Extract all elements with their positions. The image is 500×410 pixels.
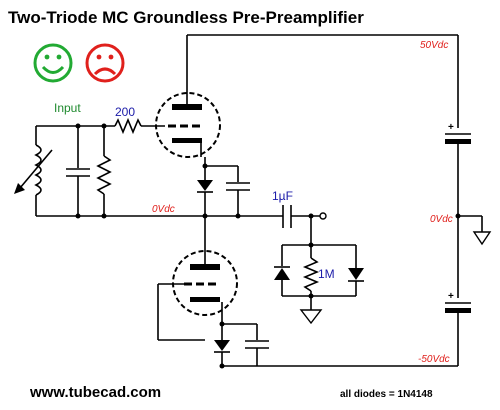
input-network: [14, 123, 205, 219]
output-coupling: [235, 205, 327, 228]
supply-rails: + +: [187, 34, 492, 367]
input-label: Input: [54, 101, 81, 115]
lower-cathode-bias: [214, 318, 269, 369]
upper-triode: [155, 92, 221, 158]
zero-volt-right-label: 0Vdc: [430, 214, 453, 225]
grid-resistor: [114, 117, 165, 135]
diode-note: all diodes = 1N4148: [340, 389, 433, 400]
svg-text:+: +: [448, 291, 454, 302]
upper-cathode-bias: [197, 157, 250, 219]
resistor-200-label: 200: [115, 105, 135, 119]
v-minus-label: -50Vdc: [418, 354, 450, 365]
site-url: www.tubecad.com: [29, 384, 161, 401]
resistor-1M-label: 1M: [318, 267, 335, 281]
sad-face-icon: [85, 43, 125, 83]
lower-triode: [172, 250, 238, 318]
lower-grid-wire: [157, 283, 205, 341]
output-network: [274, 216, 364, 325]
cap-1uF-label: 1µF: [272, 189, 293, 203]
svg-text:+: +: [448, 122, 454, 133]
zero-volt-left-label: 0Vdc: [152, 204, 175, 215]
page-title: Two-Triode MC Groundless Pre-Preamplifie…: [8, 8, 364, 27]
smiley-face-icon: [33, 43, 73, 83]
v-plus-label: 50Vdc: [420, 40, 448, 51]
